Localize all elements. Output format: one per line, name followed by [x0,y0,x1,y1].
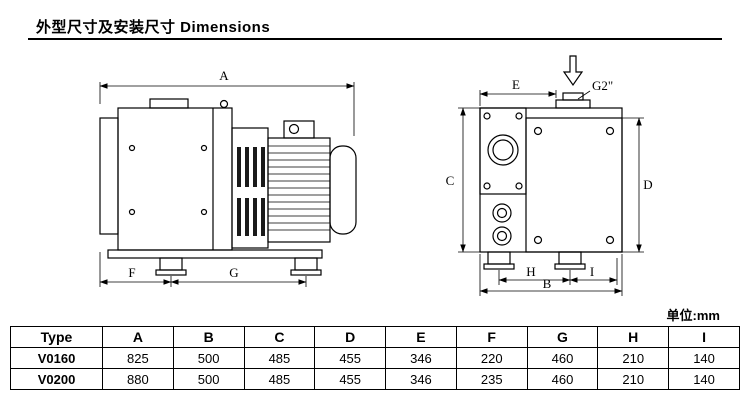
foot [294,257,318,271]
col-header-a: A [102,326,174,348]
table-cell: 880 [102,368,174,390]
side-flange [479,107,527,195]
table-cell: 485 [243,347,316,369]
table-cell: 140 [668,368,740,390]
table-row: V0200 880 500 485 455 346 235 460 210 14… [10,368,740,390]
table-cell: 500 [172,368,245,390]
foot [159,257,183,271]
model-name: V0160 [10,347,103,369]
table-cell: 235 [455,368,528,390]
motor-end-bell [329,145,357,235]
table-cell: 455 [314,368,387,390]
pump-end-cap [99,117,119,235]
sight-glass [487,134,519,166]
dimensions-table: Type A B C D E F G H I V0160 825 500 485… [10,326,740,390]
inlet-neck [562,92,584,101]
col-header-b: B [172,326,245,348]
dim-label-i: I [590,264,594,279]
table-cell: 455 [314,347,387,369]
table-cell: 460 [526,368,599,390]
table-row: V0160 825 500 485 455 346 220 460 210 14… [10,347,740,369]
model-name: V0200 [10,368,103,390]
motor-fins [268,145,330,231]
dim-label-d: D [643,177,652,192]
table-cell: 485 [243,368,316,390]
foot [487,251,511,265]
motor-junction-box [283,120,315,139]
right-view-drawing [479,55,623,270]
drain-port [492,226,512,246]
table-cell: 825 [102,347,174,369]
inlet-flange [555,99,591,109]
mounting-face [525,117,623,253]
col-header-type: Type [10,326,103,348]
unit-label: 单位:mm [666,308,720,323]
motor-stator [267,137,331,243]
oil-plug [219,99,229,109]
table-cell: 346 [385,368,457,390]
table-cell: 500 [172,347,245,369]
dim-label-f: F [128,265,135,280]
col-header-f: F [455,326,528,348]
table-cell: 210 [597,368,670,390]
right-view-dimensions: E G2" C D H I B [446,77,653,296]
lifting-handle [149,98,189,109]
col-header-e: E [385,326,457,348]
foot [558,251,582,265]
dim-label-h: H [526,264,535,279]
dim-label-a: A [219,68,229,83]
flow-direction-arrow-icon [562,55,584,87]
col-header-h: H [597,326,670,348]
dim-label-g: G [229,265,238,280]
title-underline [28,38,722,40]
col-header-g: G [526,326,599,348]
inlet-port-label: G2" [592,78,613,93]
page-title: 外型尺寸及安装尺寸 Dimensions [36,19,271,36]
left-view-dimensions: A F G [99,68,355,287]
technical-drawing: A F G [99,55,653,296]
base-plate [107,249,323,259]
vent-slots [237,147,265,236]
dim-label-b: B [543,276,552,291]
left-view-drawing [99,98,357,276]
pump-body [117,107,233,251]
port-leader-line [577,90,591,100]
col-header-d: D [314,326,387,348]
table-cell: 460 [526,347,599,369]
pump-end-body [479,107,623,253]
col-header-i: I [668,326,740,348]
table-cell: 220 [455,347,528,369]
table-cell: 210 [597,347,670,369]
dim-label-c: C [446,173,455,188]
col-header-c: C [243,326,316,348]
table-cell: 346 [385,347,457,369]
table-cell: 140 [668,347,740,369]
dim-label-e: E [512,77,520,92]
table-header-row: Type A B C D E F G H I [10,326,740,348]
oil-port [492,203,512,223]
